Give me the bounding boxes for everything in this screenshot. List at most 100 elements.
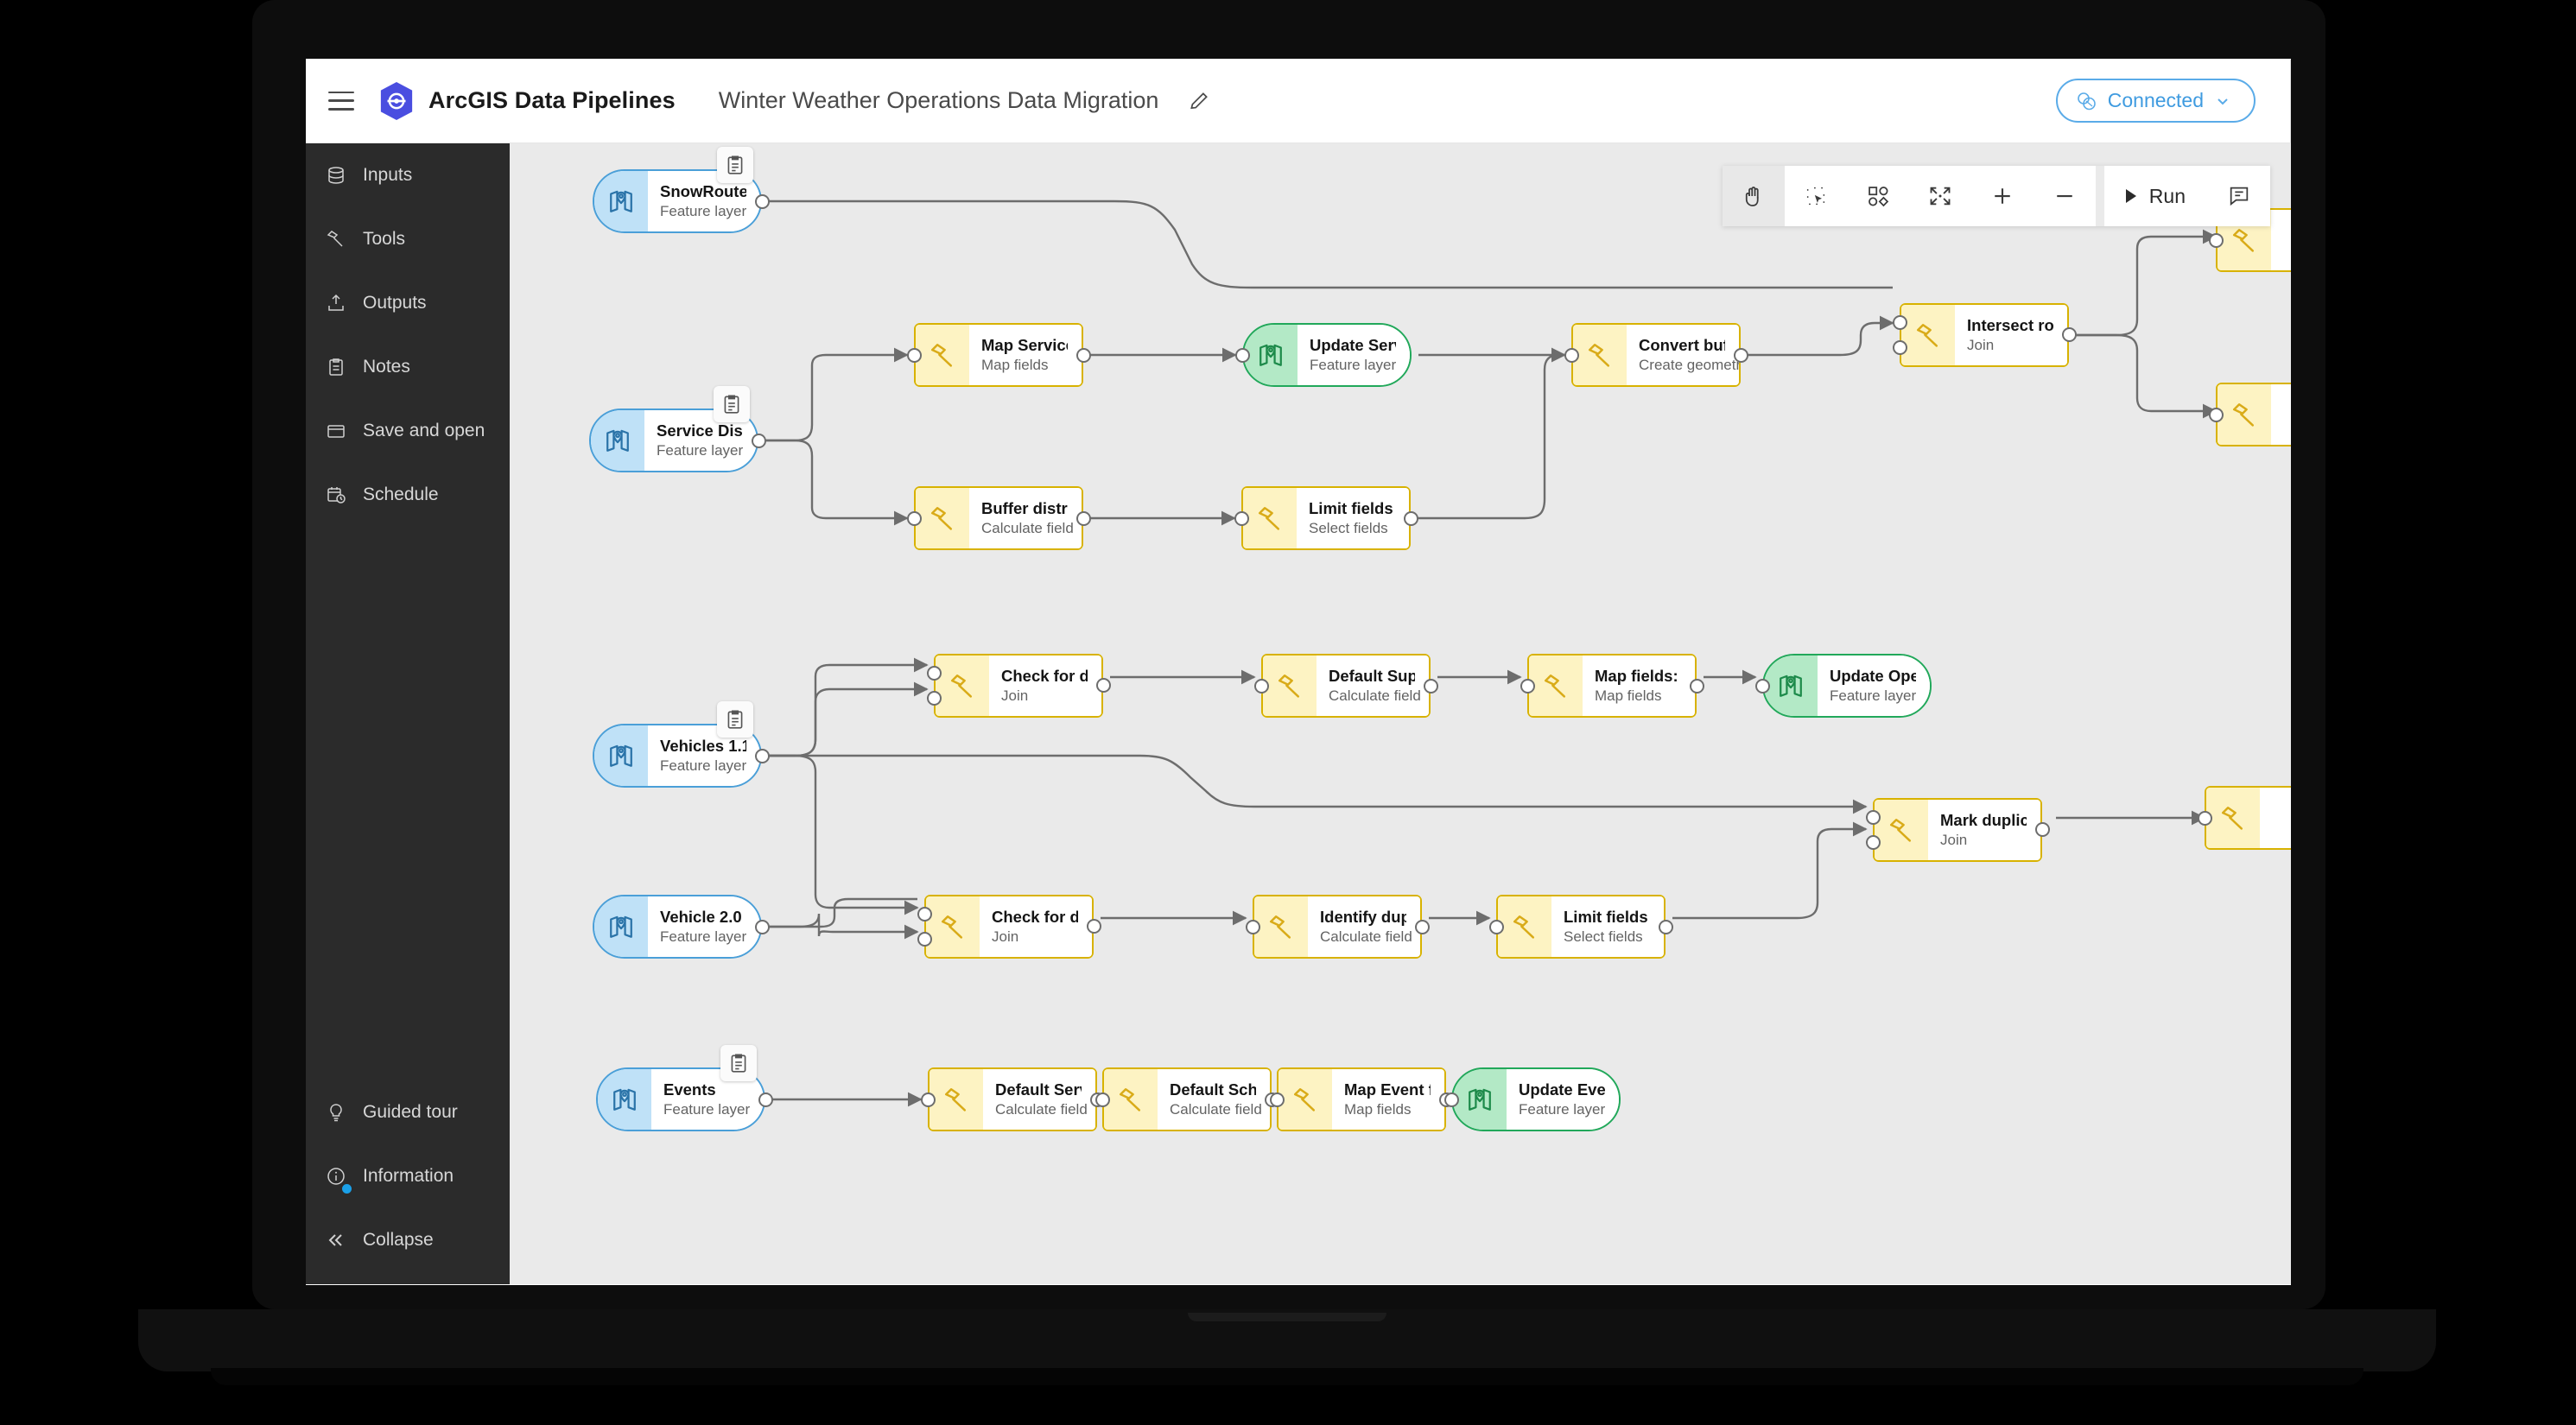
node-input-port[interactable] bbox=[920, 1092, 936, 1107]
node-input-port[interactable] bbox=[1754, 678, 1770, 694]
hammer-icon bbox=[2218, 384, 2271, 445]
node-input-port[interactable] bbox=[1094, 1092, 1110, 1107]
node-output-port[interactable] bbox=[1086, 919, 1101, 934]
node-input-port[interactable] bbox=[1234, 510, 1249, 526]
node-note-badge[interactable] bbox=[717, 147, 753, 183]
node-input-port[interactable] bbox=[2197, 810, 2212, 826]
pipeline-node-defsvcstatus[interactable]: Default Service Status Calculate field bbox=[928, 1067, 1097, 1131]
pipeline-node-convbuffer[interactable]: Convert buffer to pol... Create geometry bbox=[1571, 323, 1741, 387]
sidebar-item-guided-tour[interactable]: Guided tour bbox=[306, 1080, 510, 1144]
pencil-icon[interactable] bbox=[1188, 90, 1210, 112]
play-icon bbox=[2125, 189, 2136, 203]
pipeline-node-updevents[interactable]: Update Events Feature layer bbox=[1451, 1067, 1621, 1131]
node-output-port[interactable] bbox=[2034, 822, 2050, 837]
zoom-out-button[interactable] bbox=[2034, 166, 2096, 226]
pipeline-node-intersect[interactable]: Intersect routes with ... Join bbox=[1900, 303, 2069, 367]
node-output-port[interactable] bbox=[1075, 510, 1091, 526]
node-output-port[interactable] bbox=[1414, 919, 1430, 934]
node-input-port[interactable] bbox=[1892, 340, 1907, 355]
pipeline-node-offscreen-2[interactable] bbox=[2216, 383, 2291, 446]
hamburger-icon[interactable] bbox=[328, 91, 354, 111]
node-output-port[interactable] bbox=[1658, 919, 1673, 934]
hammer-icon bbox=[1243, 488, 1297, 548]
node-input-port[interactable] bbox=[906, 510, 922, 526]
info-icon bbox=[325, 1165, 347, 1188]
pipeline-node-mapfields6[interactable]: Map fields: 6 Map fields bbox=[1527, 654, 1697, 718]
node-output-port[interactable] bbox=[1075, 347, 1091, 363]
hammer-icon bbox=[1901, 305, 1955, 365]
node-output-port[interactable] bbox=[751, 433, 766, 448]
sidebar-item-save-and-open[interactable]: Save and open bbox=[306, 399, 510, 463]
pipeline-node-limitfields2[interactable]: Limit fields Select fields bbox=[1496, 895, 1666, 959]
pipeline-node-defsupported[interactable]: Default Supported O... Calculate field bbox=[1261, 654, 1431, 718]
pipeline-node-servicedist[interactable]: Service Districts Feature layer bbox=[589, 408, 758, 472]
node-output-port[interactable] bbox=[754, 193, 770, 209]
comment-button[interactable] bbox=[2208, 166, 2270, 226]
node-output-port[interactable] bbox=[2061, 327, 2077, 342]
sidebar-item-notes[interactable]: Notes bbox=[306, 335, 510, 399]
node-input-port[interactable] bbox=[1892, 315, 1907, 330]
pipeline-node-mapsvcdist[interactable]: Map Service District ... Map fields bbox=[914, 323, 1083, 387]
pipeline-node-limitfields1[interactable]: Limit fields Select fields bbox=[1241, 486, 1411, 550]
pipeline-node-checkdup2[interactable]: Check for duplicate ... Join bbox=[924, 895, 1094, 959]
node-input-port[interactable] bbox=[1234, 347, 1250, 363]
node-title: Update Events bbox=[1519, 1080, 1605, 1099]
node-input-port[interactable] bbox=[926, 691, 942, 706]
node-input-port[interactable] bbox=[906, 347, 922, 363]
map-layer-icon bbox=[1244, 325, 1298, 385]
node-output-port[interactable] bbox=[1733, 347, 1748, 363]
node-output-port[interactable] bbox=[754, 748, 770, 763]
node-note-badge[interactable] bbox=[717, 701, 753, 738]
pipeline-node-bufferdist[interactable]: Buffer districts Calculate field bbox=[914, 486, 1083, 550]
pipeline-node-mapeventflds[interactable]: Map Event fields Map fields bbox=[1277, 1067, 1446, 1131]
node-output-port[interactable] bbox=[758, 1092, 773, 1107]
pipeline-node-updsvcdist[interactable]: Update Service Distr... Feature layer bbox=[1242, 323, 1412, 387]
node-input-port[interactable] bbox=[917, 932, 932, 947]
node-output-port[interactable] bbox=[1423, 678, 1438, 694]
pipeline-node-updoperations[interactable]: Update Operations Feature layer bbox=[1762, 654, 1932, 718]
sidebar-item-collapse[interactable]: Collapse bbox=[306, 1208, 510, 1272]
node-output-port[interactable] bbox=[1689, 678, 1704, 694]
run-button[interactable]: Run bbox=[2104, 166, 2208, 226]
node-output-port[interactable] bbox=[754, 919, 770, 934]
node-note-badge[interactable] bbox=[720, 1045, 757, 1081]
pipeline-node-offscreen-3[interactable] bbox=[2205, 786, 2291, 850]
pipeline-node-vehicle20[interactable]: Vehicle 2.0 Feature layer bbox=[593, 895, 762, 959]
pipeline-canvas[interactable]: Run bbox=[510, 143, 2291, 1284]
node-input-port[interactable] bbox=[926, 666, 942, 681]
node-title: Default Supported O... bbox=[1329, 667, 1415, 686]
node-note-badge[interactable] bbox=[714, 386, 750, 422]
sidebar-item-tools[interactable]: Tools bbox=[306, 207, 510, 271]
node-input-port[interactable] bbox=[2208, 407, 2224, 422]
sidebar: Inputs Tools Outputs bbox=[306, 143, 510, 1284]
pipeline-node-markdup[interactable]: Mark duplicate vehic... Join bbox=[1873, 798, 2042, 862]
sidebar-item-outputs[interactable]: Outputs bbox=[306, 271, 510, 335]
node-input-port[interactable] bbox=[1520, 678, 1535, 694]
fit-to-screen-button[interactable] bbox=[1909, 166, 1971, 226]
node-input-port[interactable] bbox=[917, 907, 932, 922]
node-input-port[interactable] bbox=[1865, 810, 1881, 825]
select-tool-button[interactable] bbox=[1785, 166, 1847, 226]
node-input-port[interactable] bbox=[2208, 232, 2224, 248]
zoom-in-button[interactable] bbox=[1971, 166, 2034, 226]
connection-status-button[interactable]: Connected bbox=[2055, 79, 2256, 123]
node-input-port[interactable] bbox=[1488, 919, 1504, 934]
node-input-port[interactable] bbox=[1245, 919, 1260, 934]
auto-layout-button[interactable] bbox=[1847, 166, 1909, 226]
node-input-port[interactable] bbox=[1865, 835, 1881, 850]
sidebar-item-schedule[interactable]: Schedule bbox=[306, 463, 510, 527]
sidebar-item-inputs[interactable]: Inputs bbox=[306, 143, 510, 207]
pipeline-node-checkdup1[interactable]: Check for duplicate ... Join bbox=[934, 654, 1103, 718]
node-input-port[interactable] bbox=[1253, 678, 1269, 694]
pan-tool-button[interactable] bbox=[1722, 166, 1785, 226]
pipeline-node-defschedsta[interactable]: Default Schedule Sta... Calculate field bbox=[1102, 1067, 1272, 1131]
node-input-port[interactable] bbox=[1269, 1092, 1285, 1107]
node-text: Map Event fields Map fields bbox=[1332, 1069, 1444, 1130]
node-output-port[interactable] bbox=[1403, 510, 1418, 526]
node-input-port[interactable] bbox=[1443, 1092, 1459, 1107]
node-input-port[interactable] bbox=[1564, 347, 1579, 363]
sidebar-item-information[interactable]: Information bbox=[306, 1144, 510, 1208]
node-output-port[interactable] bbox=[1095, 678, 1111, 693]
pipeline-node-identifydup[interactable]: Identify duplicate ve... Calculate field bbox=[1253, 895, 1422, 959]
node-text: Limit fields Select fields bbox=[1297, 488, 1409, 548]
